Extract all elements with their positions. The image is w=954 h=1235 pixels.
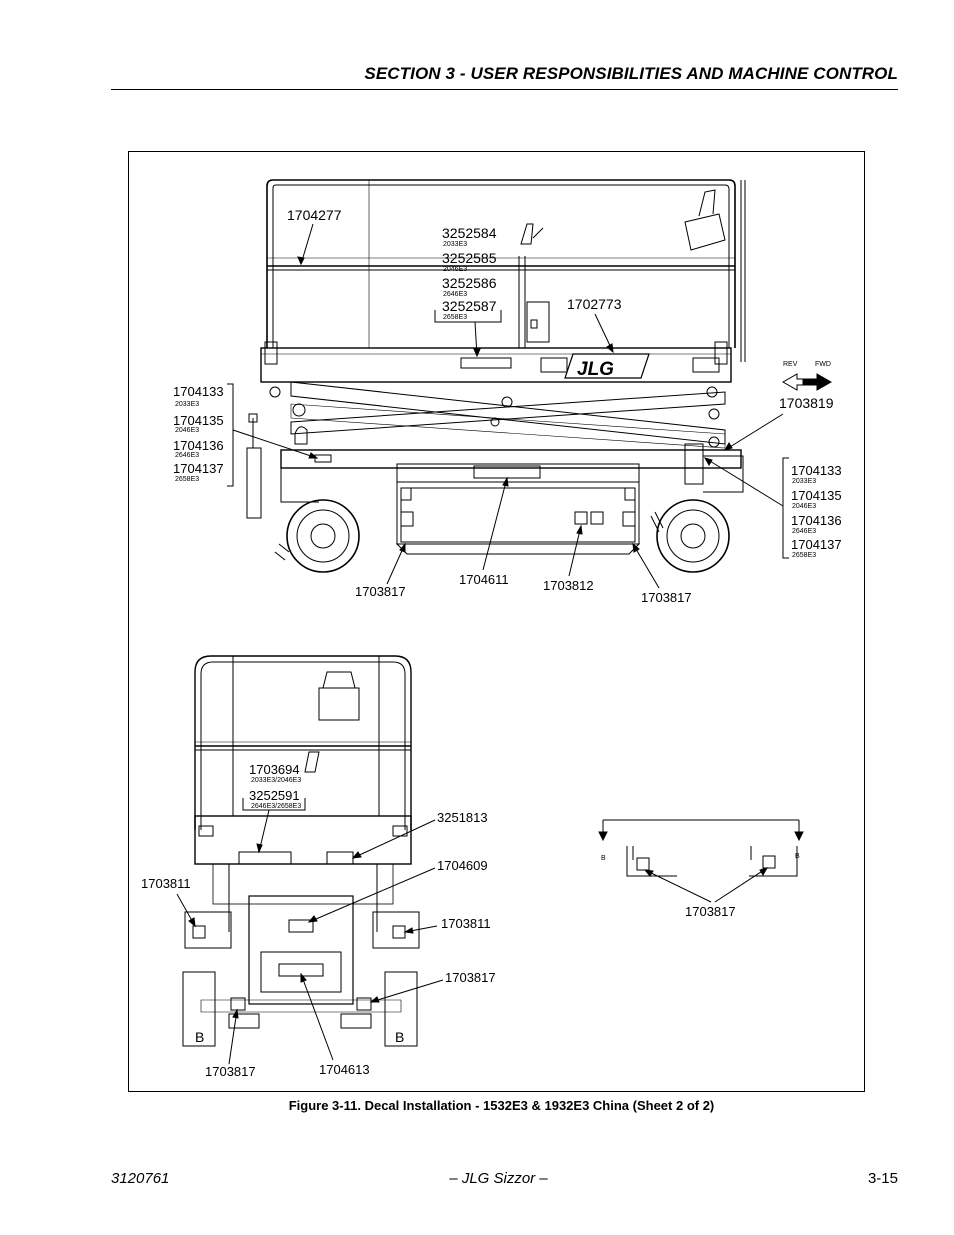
model-2033-2046: 2033E3/2046E3 (251, 777, 301, 784)
figure-caption: Figure 3-11. Decal Installation - 1532E3… (288, 1098, 715, 1113)
fwd-label: FWD (815, 361, 831, 368)
label-1703694: 1703694 (249, 762, 300, 777)
model-2658e3-right: 2658E3 (792, 552, 816, 559)
label-1703812: 1703812 (543, 578, 594, 593)
model-2646e3-right: 2646E3 (792, 528, 816, 535)
label-1703811-left: 1703811 (141, 876, 191, 891)
label-3252587: 3252587 (442, 298, 497, 314)
jlg-logo-text: JLG (577, 359, 614, 380)
label-1704135-right: 1704135 (791, 488, 842, 503)
doc-number: 3120761 (111, 1170, 170, 1187)
label-1703817-side-right: 1703817 (641, 590, 692, 605)
label-1704609: 1704609 (437, 858, 488, 873)
label-1703817-rear-right: 1703817 (445, 970, 496, 985)
page-number: 3-15 (867, 1170, 898, 1187)
model-2658e3-left: 2658E3 (175, 476, 199, 483)
detail-b-left-letter: B (601, 855, 606, 862)
label-1703817-side-left: 1703817 (355, 584, 406, 599)
rear-b-left: B (195, 1029, 204, 1045)
label-1704613: 1704613 (319, 1062, 370, 1077)
model-2646e3-left: 2646E3 (175, 452, 199, 459)
label-1703819: 1703819 (779, 395, 834, 411)
model-2033e3: 2033E3 (443, 241, 467, 248)
model-2033e3-right: 2033E3 (792, 478, 816, 485)
label-1704136-left: 1704136 (173, 438, 224, 453)
model-2046e3-right: 2046E3 (792, 503, 816, 510)
detail-label-1703817: 1703817 (685, 904, 736, 919)
label-1704135-left: 1704135 (173, 413, 224, 428)
label-1703817-rear-bottom: 1703817 (205, 1064, 256, 1079)
label-3252591: 3252591 (249, 788, 300, 803)
model-2033e3-left: 2033E3 (175, 401, 199, 408)
label-1702773: 1702773 (567, 296, 622, 312)
figure-frame: JLG (128, 151, 865, 1092)
label-1703811-right: 1703811 (441, 916, 491, 931)
side-view: JLG (173, 179, 842, 605)
model-2046e3: 2046E3 (443, 266, 467, 273)
label-1704137-left: 1704137 (173, 461, 224, 476)
label-3252584: 3252584 (442, 225, 497, 241)
rev-label: REV (783, 361, 798, 368)
label-3252586: 3252586 (442, 275, 497, 291)
section-title: SECTION 3 - USER RESPONSIBILITIES AND MA… (364, 64, 898, 83)
model-2646-2658: 2646E3/2658E3 (251, 803, 301, 810)
detail-b: B B 1703817 (598, 819, 804, 919)
label-1704277: 1704277 (287, 207, 342, 223)
rear-b-right: B (395, 1029, 404, 1045)
decal-installation-drawing: JLG (141, 179, 842, 1079)
rear-view: B B 1703694 2033E3/2046E3 3252591 2646E3… (141, 655, 496, 1079)
model-2658e3: 2658E3 (443, 314, 467, 321)
label-3252585: 3252585 (442, 250, 497, 266)
label-1704137-right: 1704137 (791, 537, 842, 552)
label-1704133-left: 1704133 (173, 384, 224, 399)
label-1704133-right: 1704133 (791, 463, 842, 478)
footer-title: – JLG Sizzor – (449, 1170, 548, 1187)
label-1704611: 1704611 (459, 572, 509, 587)
model-2646e3: 2646E3 (443, 291, 467, 298)
model-2046e3-left: 2046E3 (175, 427, 199, 434)
label-1704136-right: 1704136 (791, 513, 842, 528)
header-rule (111, 89, 898, 90)
label-3251813: 3251813 (437, 810, 488, 825)
